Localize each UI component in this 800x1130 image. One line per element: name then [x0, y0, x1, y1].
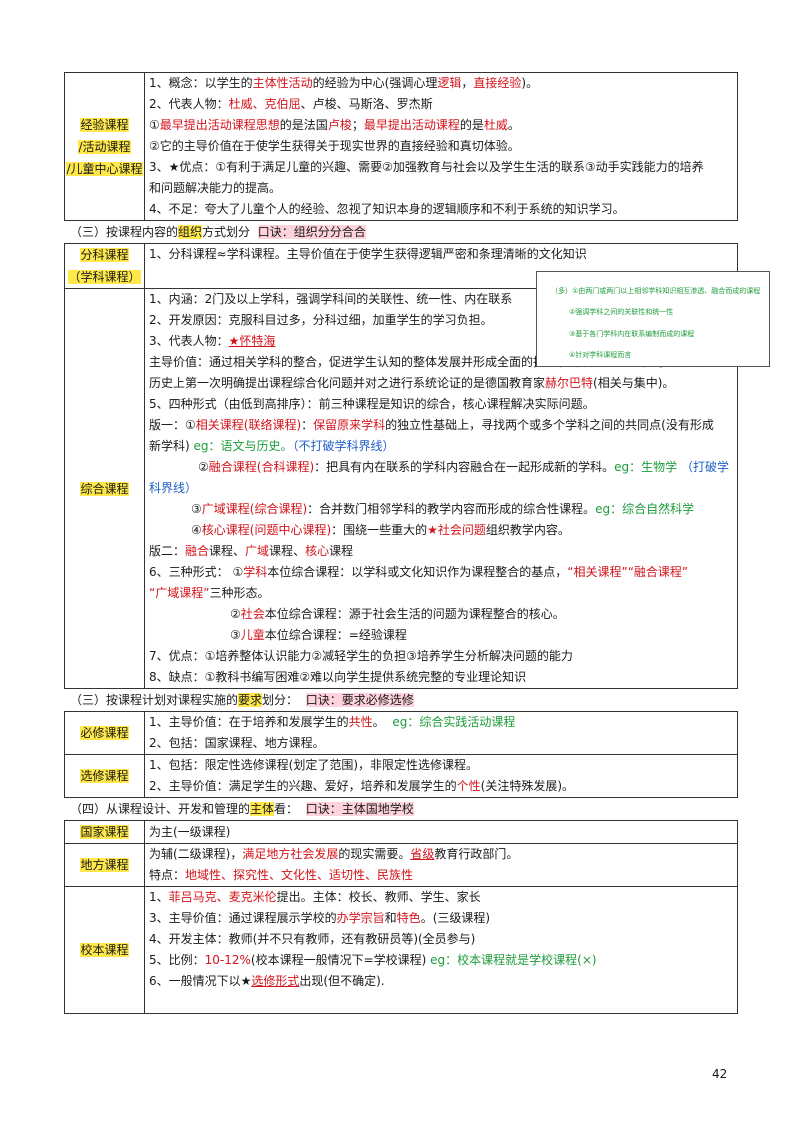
label-line: /活动课程 [78, 139, 131, 154]
school-proposer-line: 1、菲吕马克、麦克米伦提出。主体：校长、教师、学生、家长 [149, 890, 481, 904]
subject-course-content: 1、分科课程≈学科课程。主导价值在于使学生获得逻辑严密和条理清晰的文化知识 [144, 243, 738, 289]
integrated-disadvantages-line: 8、缺点：①教科书编写困难②难以向学生提供系统完整的专业理论知识 [149, 670, 527, 684]
main-value-line: ②它的主导价值在于使学生获得关于现实世界的直接经验和真切体验。 [149, 139, 520, 153]
integrated-course-label: 综合课程 [64, 288, 145, 689]
representative-line: 3、代表人物：★怀特海 [149, 334, 276, 348]
integrated-course-content: 1、内涵：2门及以上学科，强调学科间的关联性、统一性、内在联系 2、开发原因：克… [144, 288, 738, 689]
integrated-advantages-line: 7、优点：①培养整体认识能力②减轻学生的负担③培养学生分析解决问题的能力 [149, 649, 573, 663]
local-course-content: 为辅(二级课程)，满足地方社会发展的现实需要。省级教育行政部门。 特点：地域性、… [144, 843, 738, 887]
required-elective-table: 必修课程 1、主导价值：在于培养和发展学生的共性。 eg：综合实践活动课程 2、… [64, 711, 738, 798]
elective-includes-line: 1、包括：限定性选修课程(划定了范围)，非限定性选修课程。 [149, 758, 479, 772]
history-line: 历史上第一次明确提出课程综合化问题并对之进行系统论证的是德国教育家赫尔巴特(相关… [149, 376, 675, 390]
fusion-course-line-cont: 科界线） [149, 481, 198, 495]
document-page: 经验课程 /活动课程 /儿童中心课程 1、概念：以学生的主体性活动的经验为中心(… [64, 72, 738, 1014]
popup-line: ②强调学科之间的关联性和统一性 [569, 308, 674, 316]
broad-field-line: ③广域课程(综合课程)：合并数门相邻学科的教学内容而形成的综合性课程。eg：综合… [191, 502, 695, 516]
subject-integrated-table: 分科课程 （学科课程） 1、分科课程≈学科课程。主导价值在于使学生获得逻辑严密和… [64, 243, 738, 689]
school-course-label: 校本课程 [64, 886, 145, 1014]
school-form-line: 6、一般情况下以★选修形式出现(但不确定). [149, 974, 385, 988]
annotation-popup: （多）①由两门或两门以上相邻学科知识相互渗透、融合而成的课程 ②强调学科之间的关… [536, 271, 770, 367]
reason-line: 2、开发原因：克服科目过多，分科过细，加重学生的学习负担。 [149, 313, 493, 327]
connotation-line: 1、内涵：2门及以上学科，强调学科间的关联性、统一性、内在联系 [149, 292, 513, 306]
core-course-line: ④核心课程(问题中心课程)：围绕一些重大的★社会问题组织教学内容。 [191, 523, 570, 537]
management-subject-table: 国家课程 为主(一级课程) 地方课程 为辅(二级课程)，满足地方社会发展的现实需… [64, 820, 738, 1014]
earliest-proposer-line: ①最早提出活动课程思想的是法国卢梭；最早提出活动课程的是杜威。 [149, 118, 520, 132]
local-course-line: 为辅(二级课程)，满足地方社会发展的现实需要。省级教育行政部门。 [149, 847, 519, 861]
fusion-course-line: ②融合课程(合科课程)：把具有内在联系的学科内容融合在一起形成新的学科。eg：生… [198, 460, 730, 474]
subject-course-label: 分科课程 （学科课程） [64, 243, 145, 289]
local-features-line: 特点：地域性、探究性、文化性、适切性、民族性 [149, 868, 414, 882]
disadvantages-line: 4、不足：夸大了儿童个人的经验、忽视了知识本身的逻辑顺序和不利于系统的知识学习。 [149, 202, 625, 216]
popup-line: （多）①由两门或两门以上相邻学科知识相互渗透、融合而成的课程 [551, 287, 761, 295]
advantages-line-cont: 和问题解决能力的提高。 [149, 181, 282, 195]
subject-course-line: 1、分科课程≈学科课程。主导价值在于使学生获得逻辑严密和条理清晰的文化知识 [149, 247, 587, 261]
version2-line: 版二：融合课程、广域课程、核心课程 [149, 544, 354, 558]
school-ratio-line: 5、比例：10-12%(校本课程一般情况下=学校课程) eg：校本课程就是学校课… [149, 953, 597, 967]
required-course-content: 1、主导价值：在于培养和发展学生的共性。 eg：综合实践活动课程 2、包括：国家… [144, 711, 738, 755]
experience-course-content: 1、概念：以学生的主体性活动的经验为中心(强调心理逻辑，直接经验)。 2、代表人… [144, 72, 738, 221]
page-number: 42 [712, 1067, 728, 1081]
elective-course-content: 1、包括：限定性选修课程(划定了范围)，非限定性选修课程。 2、主导价值：满足学… [144, 754, 738, 798]
blank-line [149, 992, 733, 1013]
experience-course-label: 经验课程 /活动课程 /儿童中心课程 [64, 72, 145, 221]
school-course-content: 1、菲吕马克、麦克米伦提出。主体：校长、教师、学生、家长 3、主导价值：通过课程… [144, 886, 738, 1014]
school-developer-line: 4、开发主体：教师(并不只有教师，还有教研员等)(全员参与) [149, 932, 476, 946]
version1-related-line-cont: 新学科) eg：语文与历史。（不打破学科界线） [149, 439, 395, 453]
elective-value-line: 2、主导价值：满足学生的兴趣、爱好，培养和发展学生的个性(关注特殊发展)。 [149, 779, 575, 793]
school-value-line: 3、主导价值：通过课程展示学校的办学宗旨和特色。(三级课程) [149, 911, 491, 925]
representatives-line: 2、代表人物：杜威、克伯屈、卢梭、马斯洛、罗杰斯 [149, 97, 433, 111]
label-line: /儿童中心课程 [66, 161, 143, 176]
label-line: 经验课程 [80, 117, 129, 132]
required-includes-line: 2、包括：国家课程、地方课程。 [149, 736, 325, 750]
advantages-line: 3、★优点：①有利于满足儿童的兴趣、需要②加强教育与社会以及学生生活的联系③动手… [149, 160, 704, 174]
section-heading-requirement: （三）按课程计划对课程实施的要求划分： 口诀：要求必修选修 [70, 693, 414, 707]
three-forms-line: 6、三种形式： ①学科本位综合课程：以学科或文化知识作为课程整合的基点，“相关课… [149, 565, 689, 579]
three-forms-line-cont: “广域课程”三种形态。 [149, 586, 270, 600]
national-course-label: 国家课程 [64, 820, 145, 844]
elective-course-label: 选修课程 [64, 754, 145, 798]
required-value-line: 1、主导价值：在于培养和发展学生的共性。 eg：综合实践活动课程 [149, 715, 516, 729]
popup-line: ④针对学科课程而言 [569, 351, 632, 359]
section-heading-subject: （四）从课程设计、开发和管理的主体看： 口诀：主体国地学校 [70, 802, 414, 816]
required-course-label: 必修课程 [64, 711, 145, 755]
experience-course-table: 经验课程 /活动课程 /儿童中心课程 1、概念：以学生的主体性活动的经验为中心(… [64, 72, 738, 221]
national-course-content: 为主(一级课程) [144, 820, 738, 844]
concept-line: 1、概念：以学生的主体性活动的经验为中心(强调心理逻辑，直接经验)。 [149, 76, 539, 90]
popup-line: ③基于各门学科内在联系编制而成的课程 [569, 330, 695, 338]
four-forms-line: 5、四种形式（由低到高排序）：前三种课程是知识的综合，核心课程解决实际问题。 [149, 397, 595, 411]
society-based-line: ②社会本位综合课程：源于社会生活的问题为课程整合的核心。 [230, 607, 565, 621]
child-based-line: ③儿童本位综合课程：=经验课程 [230, 628, 407, 642]
national-course-line: 为主(一级课程) [149, 824, 231, 839]
section-heading-organization: （三）按课程内容的组织方式划分 口诀：组织分分合合 [70, 225, 366, 239]
local-course-label: 地方课程 [64, 843, 145, 887]
version1-related-line: 版一：①相关课程(联络课程)：保留原来学科的独立性基础上，寻找两个或多个学科之间… [149, 418, 714, 432]
